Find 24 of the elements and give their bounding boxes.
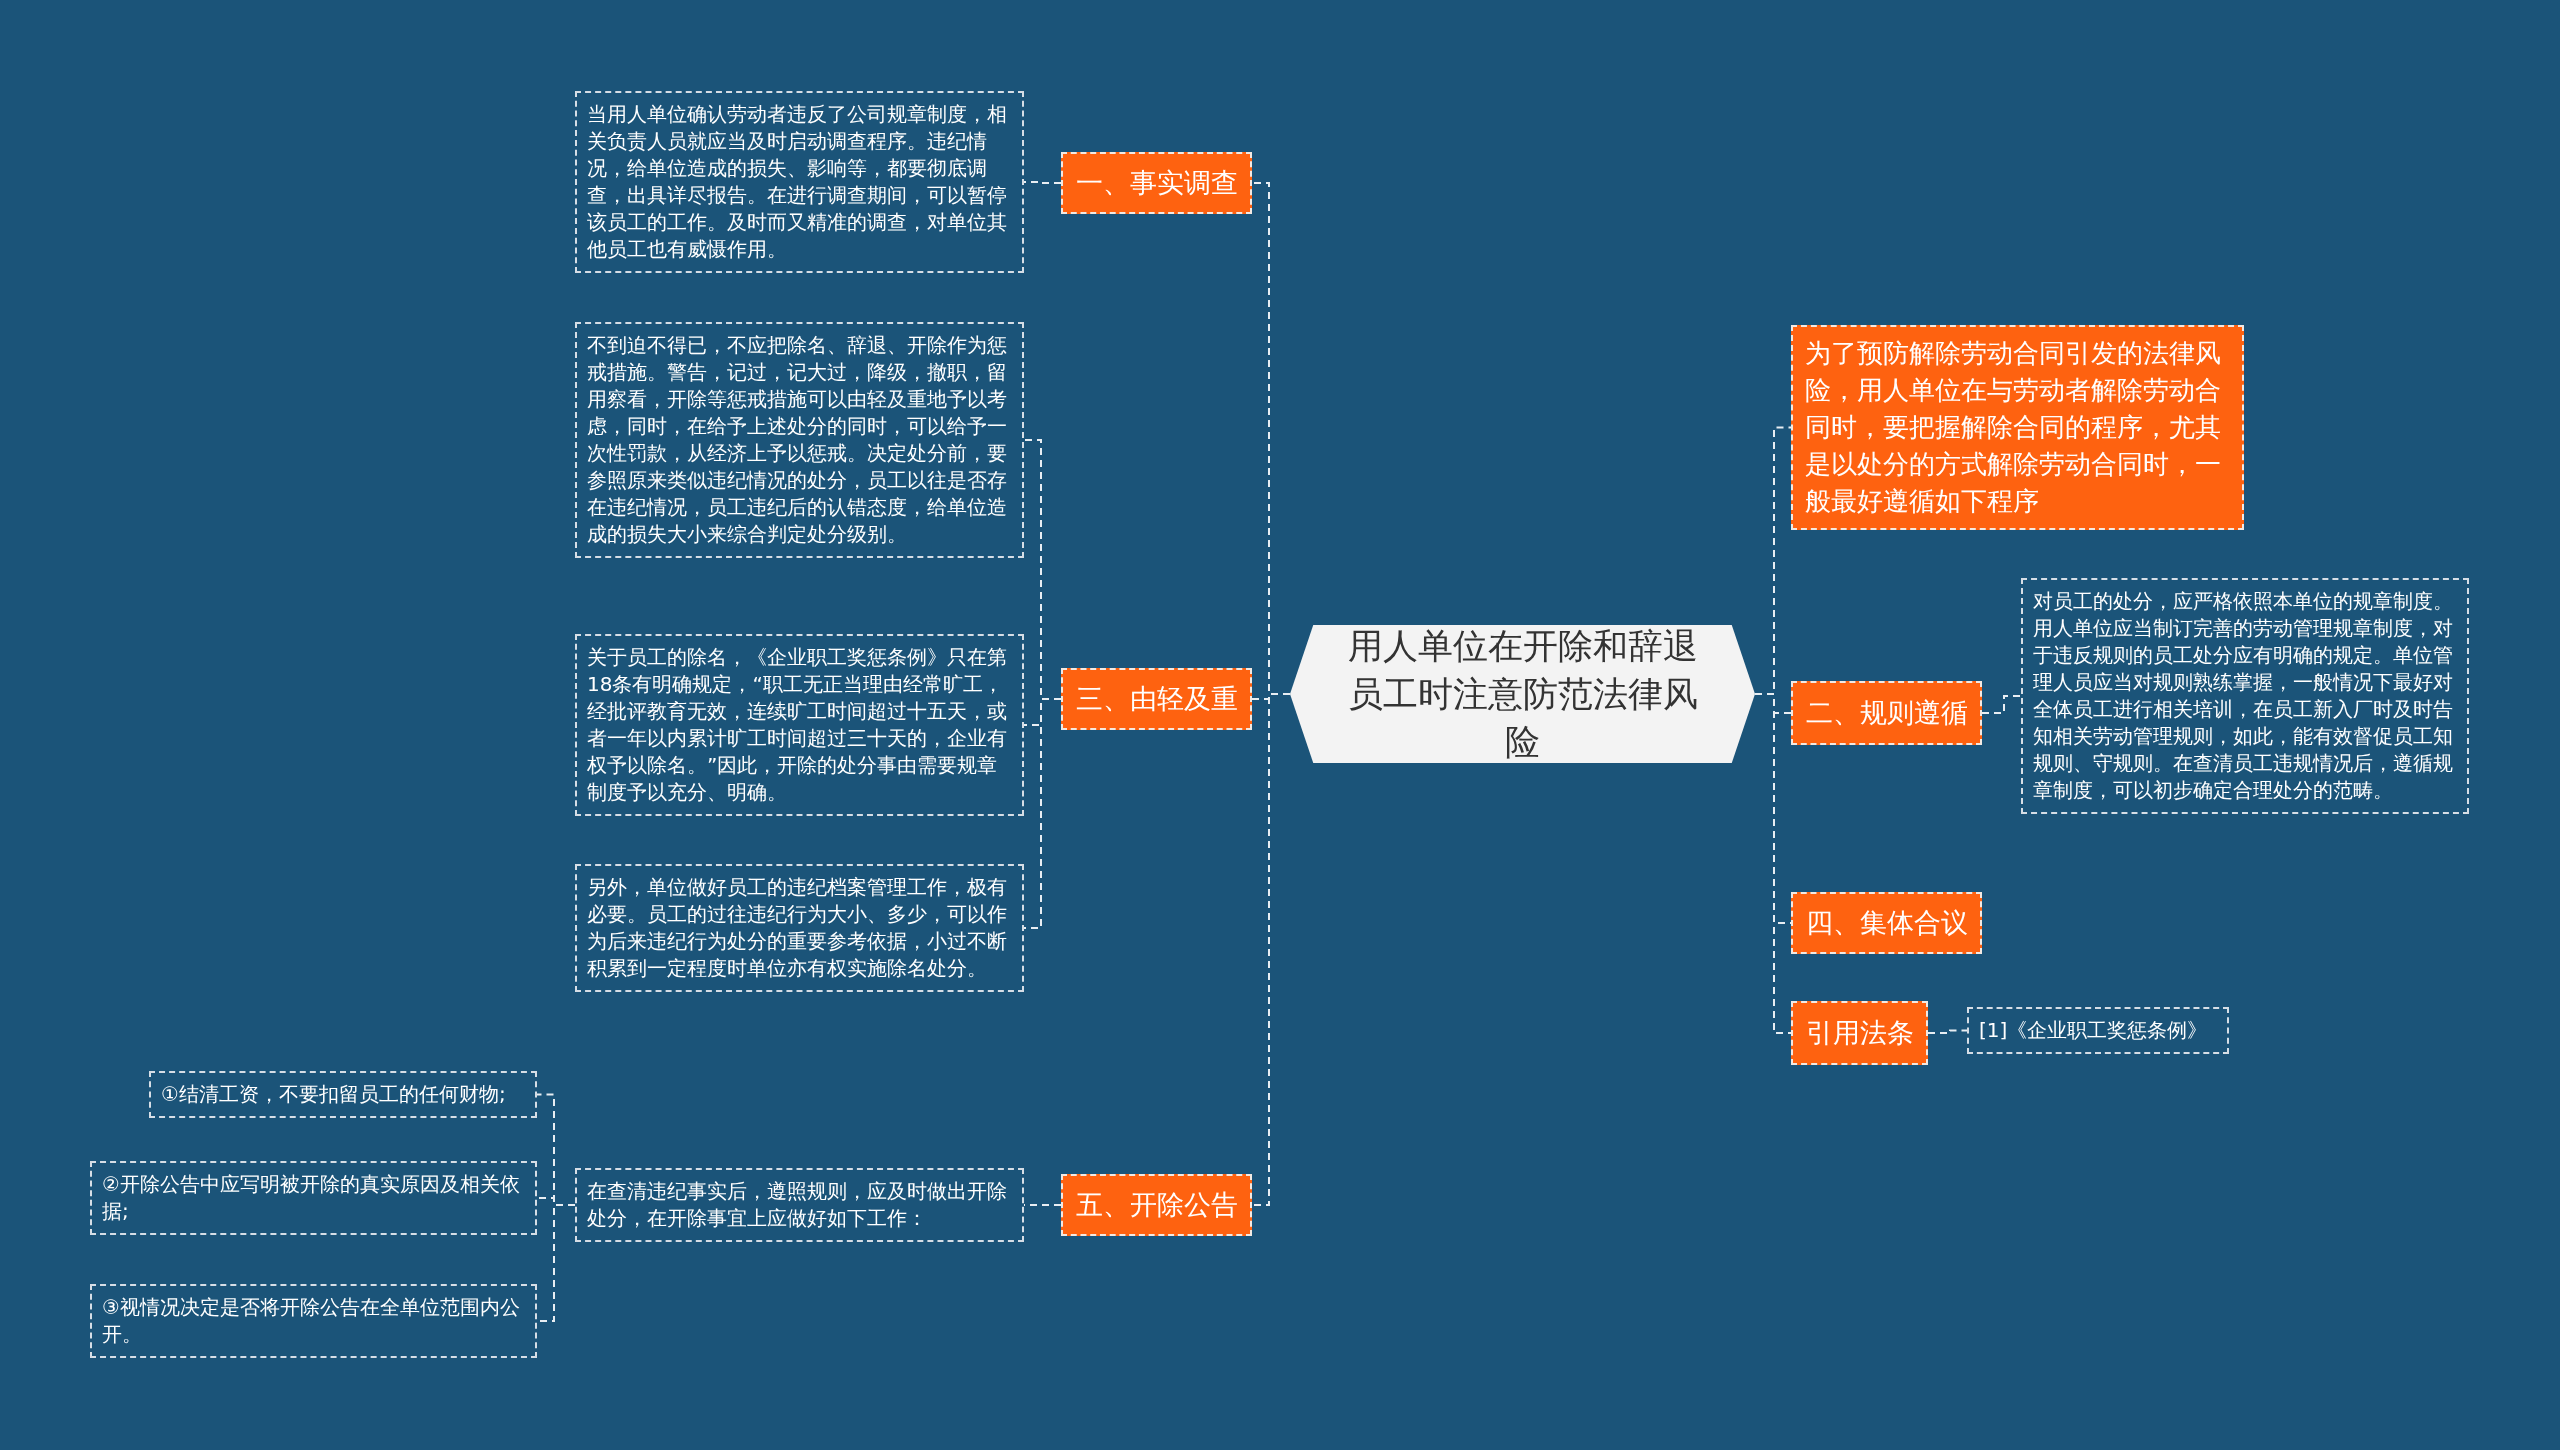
note-box: 关于员工的除名，《企业职工奖惩条例》只在第18条有明确规定，“职工无正当理由经常旷工，经批评教育无效，连续旷工时间超过十五天，或者一年以内累计旷工时间超过三十天的，企业有权予以除名。”因此，开除的处分事由需要规章制度予以充分、明确。 (575, 634, 1024, 816)
central-topic: 用人单位在开除和辞退员工时注意防范法律风险 (1290, 625, 1755, 763)
topic-box: 五、开除公告 (1061, 1174, 1252, 1236)
note-box: 当用人单位确认劳动者违反了公司规章制度，相关负责人员就应当及时启动调查程序。违纪情况，给单位造成的损失、影响等，都要彻底调查，出具详尽报告。在进行调查期间，可以暂停该员工的工作。及时而又精准的调查，对单位其他员工也有威慑作用。 (575, 91, 1024, 273)
connector-line (1754, 693, 1792, 1034)
note-box: 在查清违纪事实后，遵照规则，应及时做出开除处分，在开除事宜上应做好如下工作： (575, 1168, 1024, 1242)
note-box: [1]《企业职工奖惩条例》 (1967, 1007, 2229, 1054)
connector-line (1981, 695, 2022, 714)
note-box: ①结清工资，不要扣留员工的任何财物; (149, 1071, 537, 1118)
topic-box: 四、集体合议 (1791, 892, 1982, 954)
topic-box: 引用法条 (1791, 1001, 1928, 1065)
connector-line (1023, 698, 1062, 929)
topic-box: 三、由轻及重 (1061, 668, 1252, 730)
connector-line (1023, 181, 1062, 184)
highlight-box: 为了预防解除劳动合同引发的法律风险，用人单位在与劳动者解除劳动合同时，要把握解除合同的程序，尤其是以处分的方式解除劳动合同时，一般最好遵循如下程序 (1791, 325, 2244, 530)
note-box: 另外，单位做好员工的违纪档案管理工作，极有必要。员工的过往违纪行为大小、多少，可以作为后来违纪行为处分的重要参考依据，小过不断积累到一定程度时单位亦有权实施除名处分。 (575, 864, 1024, 992)
note-box: 对员工的处分，应严格依照本单位的规章制度。用人单位应当制订完善的劳动管理规章制度，对于违反规则的员工处分应有明确的规定。单位管理人员应当对规则熟练掌握，一般情况下最好对全体员工进行相关培训，在员工新入厂时及时告知相关劳动管理规则，如此，能有效督促员工知规则、守规则。在查清员工违规情况后，遵循规章制度，可以初步确定合理处分的范畴。 (2021, 578, 2469, 814)
note-box: 不到迫不得已，不应把除名、辞退、开除作为惩戒措施。警告，记过，记大过，降级，撤职，留用察看，开除等惩戒措施可以由轻及重地予以考虑，同时，在给予上述处分的同时，可以给予一次性罚款，从经济上予以惩戒。决定处分前，要参照原来类似违纪情况的处分，员工以往是否存在违纪情况，员工违纪后的认错态度，给单位造成的损失大小来综合判定处分级别。 (575, 322, 1024, 558)
connector-line (1927, 1029, 1968, 1034)
topic-box: 二、规则遵循 (1791, 681, 1982, 745)
connector-line (1023, 1204, 1062, 1206)
note-box: ②开除公告中应写明被开除的真实原因及相关依据; (90, 1161, 537, 1235)
topic-box: 一、事实调查 (1061, 152, 1252, 214)
note-box: ③视情况决定是否将开除公告在全单位范围内公开。 (90, 1284, 537, 1358)
